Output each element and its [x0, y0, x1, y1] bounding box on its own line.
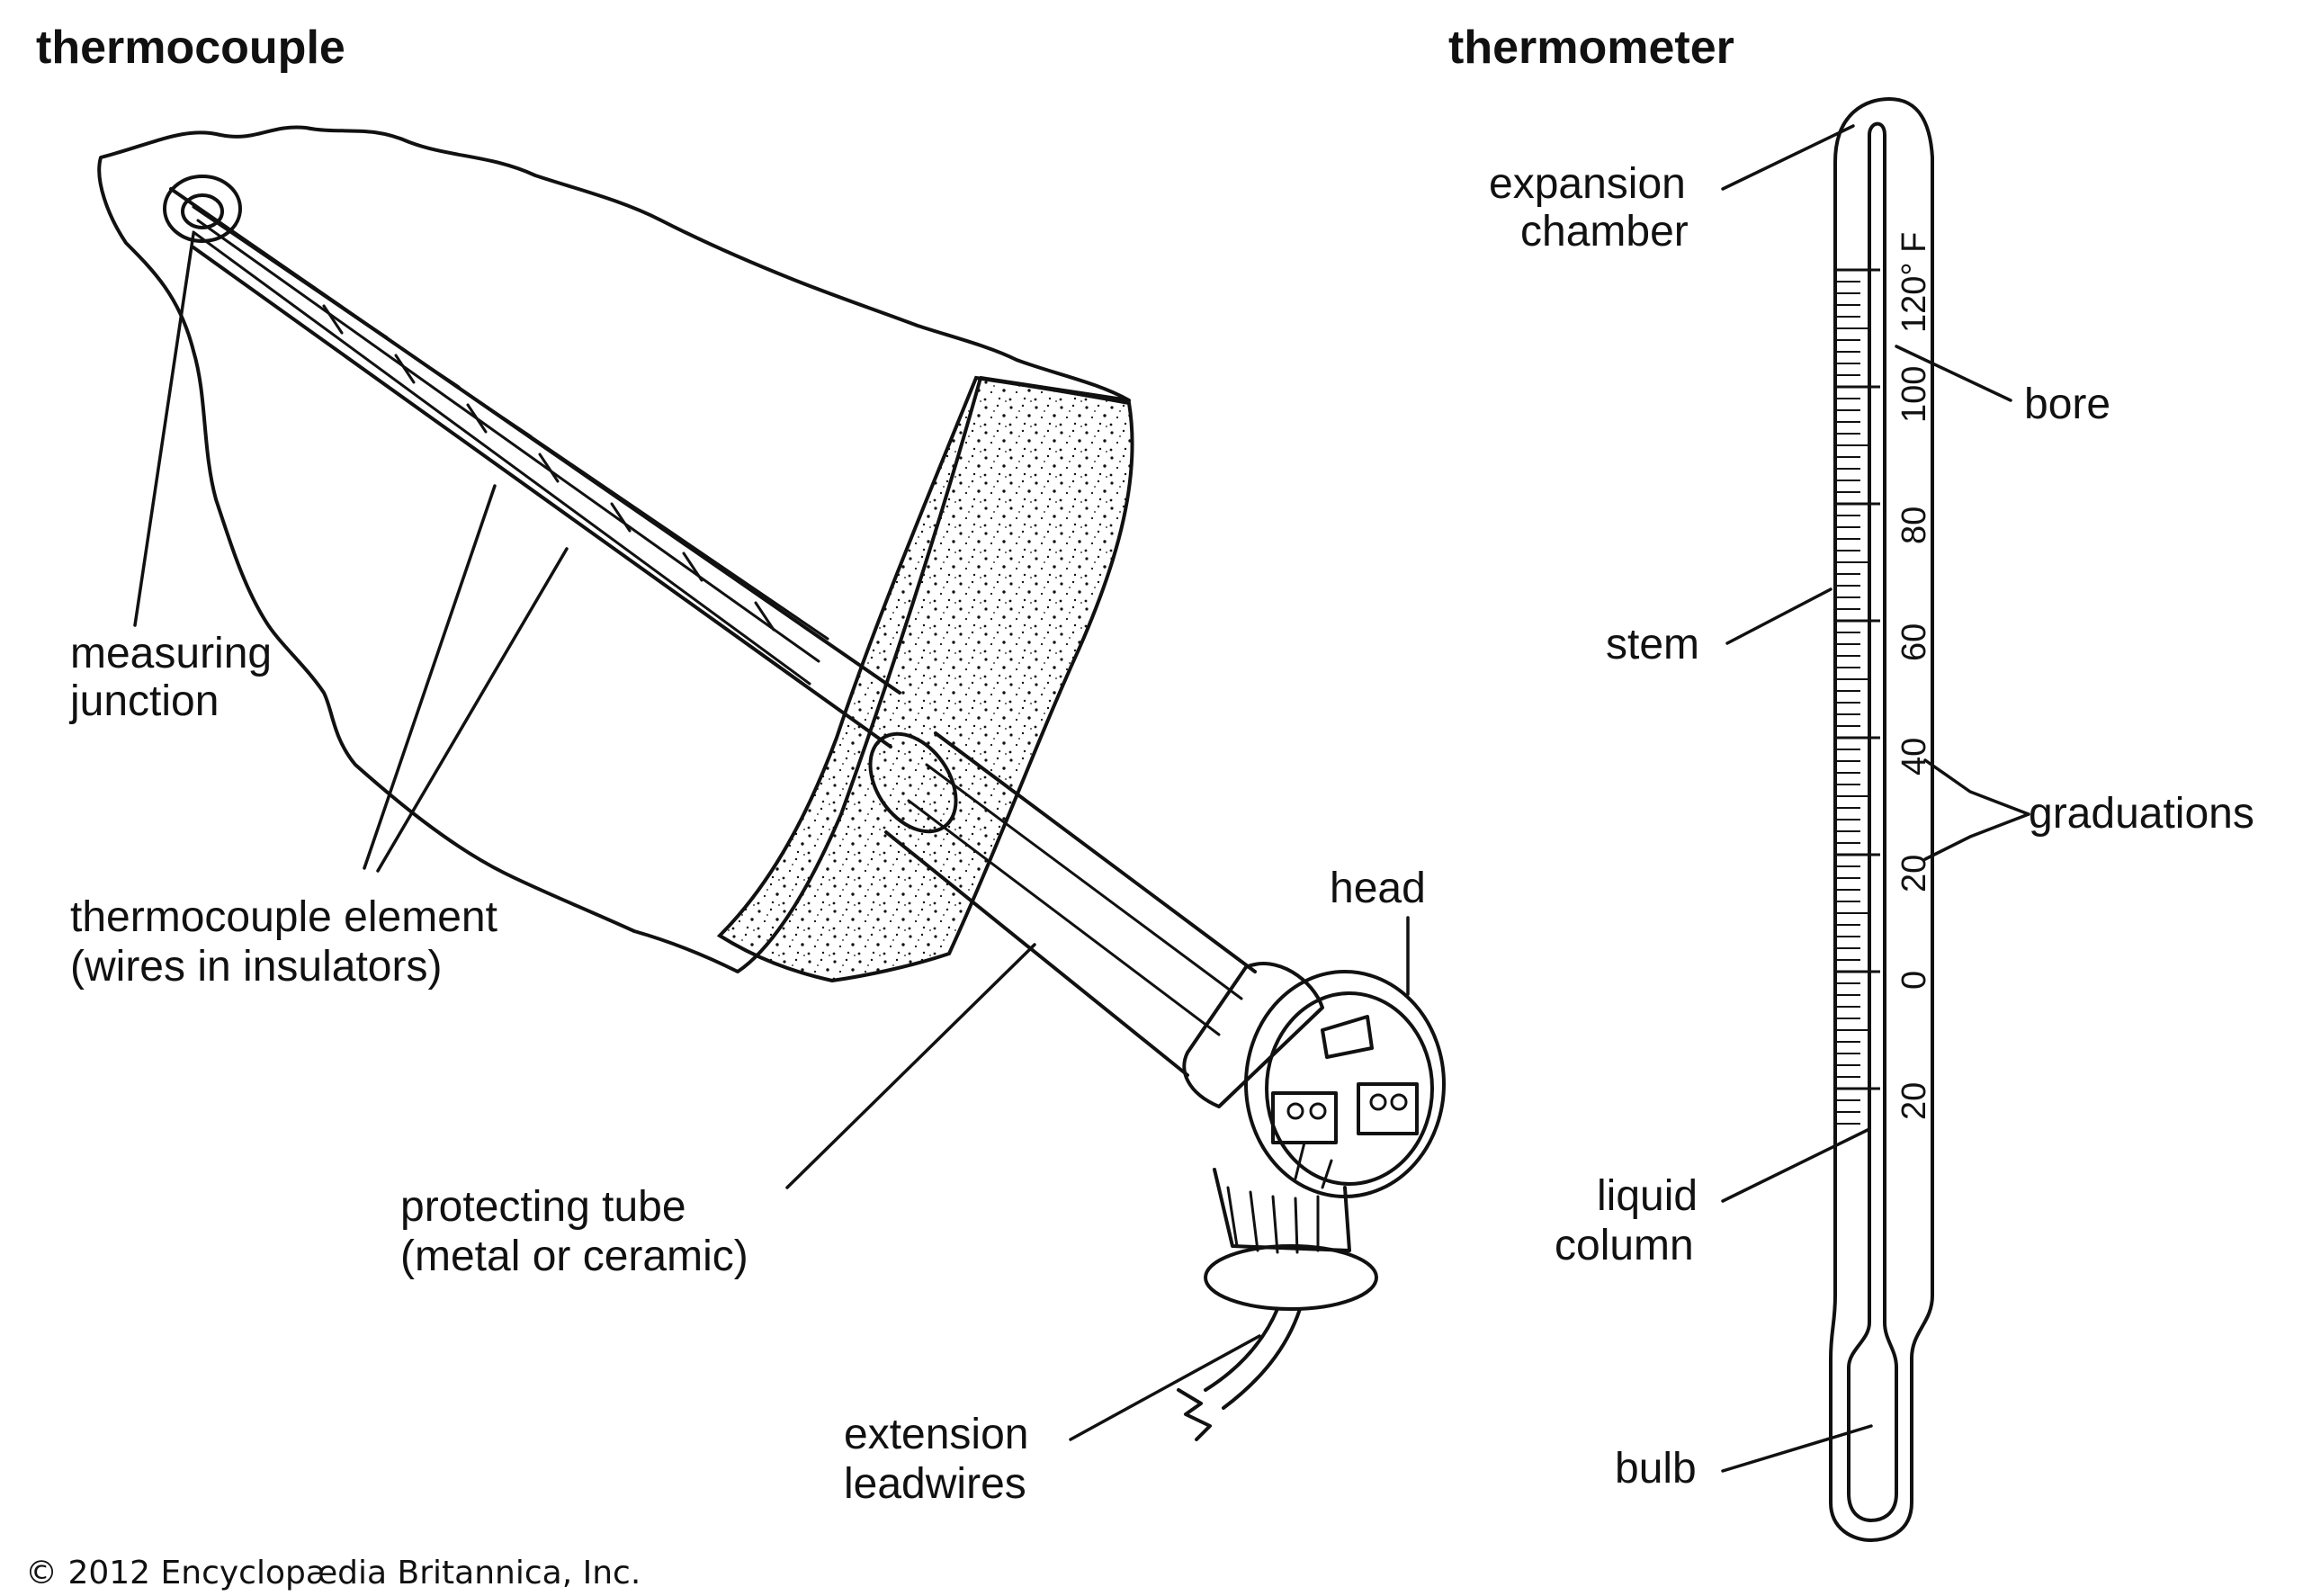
- head-inner: [1265, 991, 1434, 1186]
- cable-gland-body: [1213, 1168, 1351, 1252]
- scale-labels: 120° F 100 80 60 40 20 0 20: [1895, 232, 1933, 1120]
- label-measuring-2: junction: [68, 677, 219, 725]
- thermometer-bore: [1847, 121, 1898, 1522]
- label-stem: stem: [1606, 621, 1699, 668]
- scale-label-80: 80: [1895, 507, 1933, 544]
- label-expansion-2: chamber: [1520, 208, 1689, 256]
- scale-label-40: 40: [1895, 738, 1933, 776]
- label-element-2: (wires in insulators): [70, 943, 442, 991]
- label-element-1: thermocouple element: [70, 893, 497, 941]
- terminal-screw-2: [1309, 1102, 1327, 1120]
- leader-graduations-2: [1923, 812, 2030, 861]
- label-protecting-tube-1: protecting tube: [400, 1183, 686, 1231]
- label-extension-2: leadwires: [844, 1460, 1026, 1508]
- thermometer-illustration: 120° F 100 80 60 40 20 0 20: [1829, 97, 1934, 1542]
- label-expansion-1: expansion: [1489, 160, 1686, 208]
- thermocouple-heading: thermocouple: [36, 22, 345, 74]
- label-extension-1: extension: [844, 1411, 1028, 1458]
- label-liquid-1: liquid: [1597, 1172, 1698, 1220]
- thermometer-leaders: [1721, 124, 2030, 1473]
- terminal-block-left: [1271, 1091, 1338, 1144]
- thermocouple-leaders: [133, 232, 1410, 1441]
- copyright-notice: © 2012 Encyclopædia Britannica, Inc.: [25, 1555, 641, 1592]
- leadwire-cut-end: [1177, 1388, 1212, 1441]
- terminal-screw-1: [1286, 1102, 1304, 1120]
- scale-label-minus-20: 20: [1895, 1082, 1933, 1120]
- label-bore: bore: [2024, 381, 2110, 428]
- terminal-screw-3: [1369, 1093, 1387, 1111]
- insulator-line-2: [196, 219, 820, 663]
- leader-bulb: [1721, 1424, 1873, 1473]
- leader-stem: [1725, 587, 1833, 645]
- head-collar: [1182, 962, 1324, 1108]
- terminal-wires: [1294, 1141, 1333, 1189]
- graduation-ticks: [1837, 268, 1880, 1125]
- scale-label-0: 0: [1895, 971, 1933, 990]
- thermometer-outer-glass: [1829, 97, 1934, 1542]
- scale-label-120: 120° F: [1895, 232, 1933, 333]
- head-clamp: [1321, 1015, 1374, 1059]
- junction-tip: [163, 175, 242, 243]
- insulator-line-3: [192, 230, 811, 686]
- insulator-segments: [286, 268, 775, 632]
- thermometer-heading: thermometer: [1448, 22, 1734, 74]
- leadwires: [1204, 1307, 1302, 1410]
- junction-loop: [181, 193, 224, 229]
- insulation-band: [716, 375, 1134, 983]
- label-measuring-1: measuring: [70, 630, 272, 677]
- tube-shade-2: [907, 799, 1221, 1036]
- leader-element-2: [376, 547, 569, 873]
- label-liquid-2: column: [1555, 1222, 1694, 1269]
- thermocouple-illustration: [97, 125, 1446, 1441]
- label-protecting-tube-2: (metal or ceramic): [400, 1233, 748, 1280]
- label-graduations: graduations: [2029, 790, 2254, 838]
- scale-label-100: 100: [1895, 366, 1933, 423]
- leader-expansion-chamber: [1721, 124, 1855, 191]
- leader-graduations-1: [1923, 758, 2030, 816]
- scale-label-60: 60: [1895, 623, 1933, 661]
- gland-ridges: [1226, 1186, 1320, 1254]
- label-bulb: bulb: [1615, 1445, 1697, 1493]
- leader-liquid-column: [1721, 1127, 1871, 1203]
- leader-protecting-tube: [785, 943, 1036, 1189]
- tube-edge-lower: [192, 246, 892, 749]
- label-head: head: [1330, 865, 1426, 912]
- terminal-block-right: [1357, 1082, 1419, 1135]
- leader-measuring-junction: [133, 232, 195, 627]
- cable-gland-nut: [1204, 1244, 1378, 1311]
- tube-outer-lower: [884, 830, 1189, 1077]
- terminal-screw-4: [1390, 1093, 1408, 1111]
- leader-bore: [1895, 345, 2012, 402]
- tube-shade-1: [925, 763, 1243, 1000]
- leader-extension-leadwires: [1069, 1334, 1261, 1441]
- tube-outer-upper: [934, 731, 1257, 973]
- scale-label-20: 20: [1895, 855, 1933, 892]
- leader-element-1: [363, 484, 497, 870]
